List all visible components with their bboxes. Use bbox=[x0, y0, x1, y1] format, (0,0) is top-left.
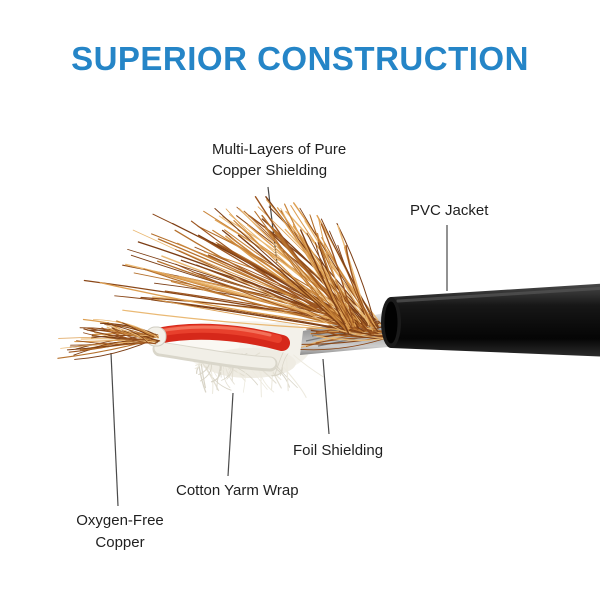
pvc-jacket-graphic bbox=[381, 283, 600, 357]
label-cotton-wrap: Cotton Yarm Wrap bbox=[176, 482, 299, 499]
label-oxygen-free-copper: Oxygen-Free Copper bbox=[76, 512, 164, 551]
label-copper-shielding: Multi-Layers of Pure Copper Shielding bbox=[212, 141, 347, 179]
copper-shielding-strands bbox=[83, 195, 381, 335]
leader-line-oxygen-free-copper bbox=[110, 352, 119, 507]
white-wire-graphic bbox=[152, 341, 278, 372]
label-pvc-jacket: PVC Jacket bbox=[410, 202, 489, 219]
oxygen-free-copper-strands bbox=[57, 318, 161, 360]
leader-line-cotton-wrap bbox=[227, 392, 234, 477]
leader-line-foil-shielding bbox=[322, 358, 330, 435]
page-title: SUPERIOR CONSTRUCTION bbox=[71, 40, 529, 77]
label-foil-shielding: Foil Shielding bbox=[293, 442, 384, 459]
